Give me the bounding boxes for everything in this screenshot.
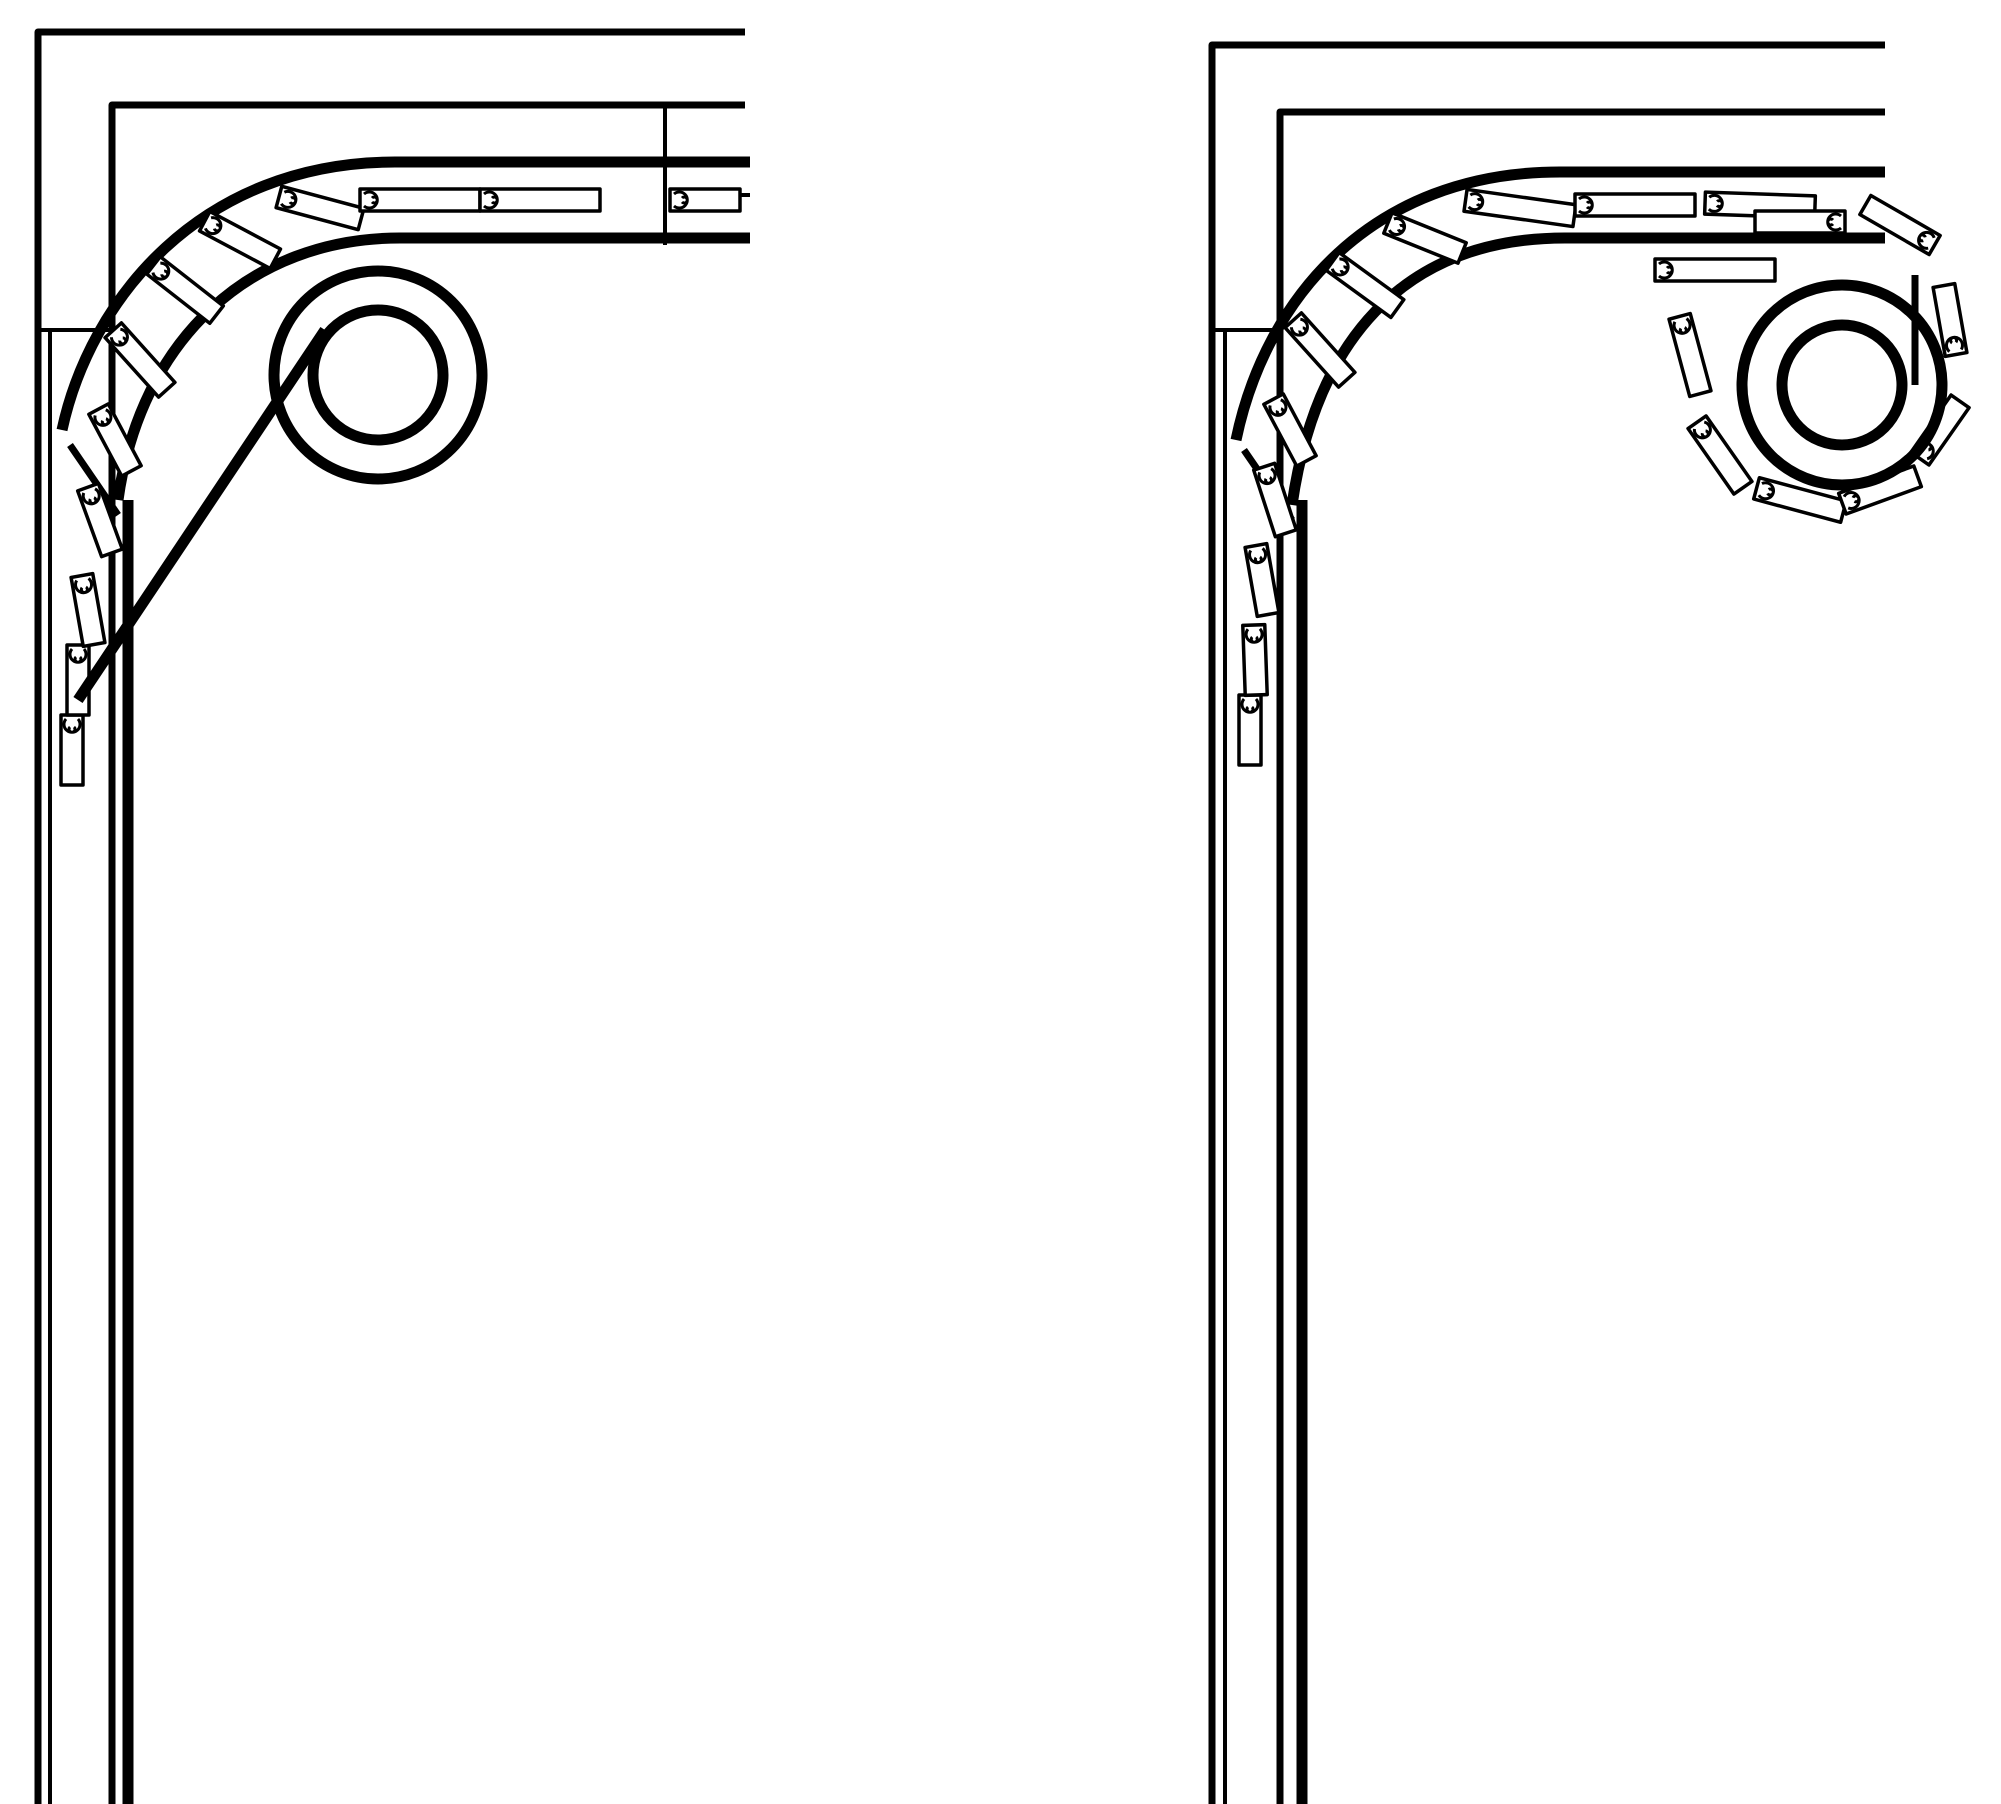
- left-strap: [73, 326, 330, 704]
- right-channel-inner: [1286, 232, 1885, 506]
- right-channel-outer: [1230, 166, 1885, 442]
- left-slat-3: [69, 571, 107, 649]
- right-outer-frame: [1208, 41, 1885, 1804]
- right-slat-5: [1262, 392, 1318, 468]
- left-slat-5: [87, 402, 143, 478]
- right-slat-chain: [1237, 187, 1818, 767]
- right-slat-3: [1243, 541, 1281, 619]
- right-roller-outer: [1736, 279, 1948, 491]
- left-slat-8: [197, 209, 283, 271]
- right-slat-6: [1283, 311, 1357, 389]
- left-entry-guide: [67, 443, 121, 517]
- right-slat-1: [1237, 693, 1263, 767]
- right-wound-slat-9: [1753, 209, 1847, 235]
- right-wound-slat-7: [1931, 281, 1969, 359]
- left-slat-1: [59, 713, 85, 787]
- right-wound-slat-1: [1653, 257, 1777, 283]
- right-slat-7: [1324, 250, 1406, 320]
- right-slat-9: [1462, 187, 1578, 229]
- left-inner-frame: [108, 101, 745, 1804]
- right-slat-4: [1251, 461, 1299, 539]
- right-figure: [1208, 41, 1971, 1804]
- left-slat-12: [668, 187, 742, 213]
- left-roller-inner: [307, 304, 449, 446]
- left-slat-6: [103, 321, 177, 399]
- left-slat-11: [478, 187, 602, 213]
- right-wound-slats: [1653, 193, 1971, 525]
- right-slat-10: [1573, 192, 1697, 218]
- right-roller-inner: [1776, 319, 1908, 451]
- right-slat-8: [1382, 211, 1468, 265]
- left-slat-chain: [59, 184, 742, 787]
- left-outer-frame: [34, 28, 745, 1804]
- left-slat-10: [358, 187, 482, 213]
- right-wound-slat-8: [1858, 193, 1942, 257]
- right-inner-frame: [1276, 108, 1885, 1804]
- right-wound-slat-2: [1667, 311, 1713, 399]
- left-slat-9: [274, 184, 366, 232]
- left-roller-outer: [268, 265, 488, 485]
- right-slat-2: [1241, 622, 1269, 698]
- left-slat-4: [75, 481, 125, 559]
- left-slat-7: [144, 254, 226, 326]
- left-channel-outer: [56, 156, 750, 432]
- right-wound-slat-3: [1686, 414, 1754, 496]
- left-figure: [34, 28, 750, 1804]
